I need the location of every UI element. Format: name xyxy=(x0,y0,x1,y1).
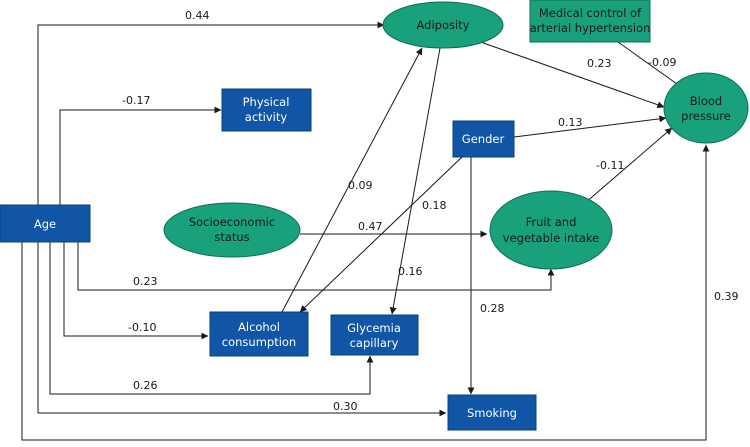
node-physical-activity: Physical activity xyxy=(221,88,312,132)
node-smoking: Smoking xyxy=(447,394,537,431)
edge-label: 0.47 xyxy=(358,220,383,233)
edge-age-smoking xyxy=(37,242,447,417)
edge-fruit-blood-pressure xyxy=(584,127,673,204)
node-physical-activity-label-line2: activity xyxy=(245,110,288,124)
node-glycemia: Glycemia capillary xyxy=(330,314,419,356)
edge-label: 0.13 xyxy=(558,116,583,129)
edge-label: 0.28 xyxy=(480,302,505,315)
edge-label: 0.23 xyxy=(587,57,612,70)
node-glycemia-label-line2: capillary xyxy=(350,336,399,350)
edge-age-glycemia xyxy=(49,242,374,395)
edge-gender-blood-pressure xyxy=(513,115,667,138)
node-alcohol: Alcohol consumption xyxy=(209,311,309,357)
edge-age-alcohol xyxy=(63,242,209,340)
node-alcohol-label-line1: Alcohol xyxy=(238,320,280,334)
edge-label: 0.16 xyxy=(398,265,423,278)
edge-label: -0.10 xyxy=(128,321,156,334)
edge-adiposity-glycemia xyxy=(389,47,441,315)
node-alcohol-box xyxy=(209,311,309,357)
node-adiposity-ellipse xyxy=(382,1,504,49)
edges xyxy=(21,21,710,441)
edge-labels: 0.44 -0.17 0.23 -0.09 0.13 -0.11 0.09 0.… xyxy=(122,9,739,413)
edge-label: 0.39 xyxy=(714,290,739,303)
edge-label: 0.30 xyxy=(333,400,358,413)
node-smoking-label: Smoking xyxy=(467,406,517,420)
edge-alcohol-adiposity xyxy=(281,47,423,313)
node-fruit-veg-ellipse xyxy=(489,190,613,270)
node-alcohol-label-line2: consumption xyxy=(222,335,296,349)
node-socioeconomic-label-line1: Socioeconomic xyxy=(189,215,275,229)
node-fruit-veg-label-line2: vegetable intake xyxy=(503,231,599,245)
edge-adiposity-blood-pressure xyxy=(474,39,665,109)
node-physical-activity-box xyxy=(221,88,312,132)
nodes: Age Adiposity Medical control of arteria… xyxy=(0,0,749,431)
node-blood-pressure-label-line2: pressure xyxy=(681,109,731,123)
edge-age-adiposity xyxy=(37,21,385,205)
edge-medical-control-blood-pressure xyxy=(617,41,685,90)
node-blood-pressure: Blood pressure xyxy=(663,72,749,144)
node-medical-control-label-line1: Medical control of xyxy=(539,6,642,20)
node-age-label: Age xyxy=(34,217,56,231)
edge-label: 0.44 xyxy=(185,9,210,22)
node-adiposity-label: Adiposity xyxy=(417,18,470,32)
node-socioeconomic-ellipse xyxy=(163,202,301,258)
node-fruit-veg: Fruit and vegetable intake xyxy=(489,190,613,270)
node-medical-control-box xyxy=(529,0,651,43)
edge-label: 0.09 xyxy=(348,179,373,192)
edge-label: -0.09 xyxy=(648,56,676,69)
edge-label: 0.18 xyxy=(422,199,447,212)
node-gender-label: Gender xyxy=(462,132,505,146)
node-medical-control-label-line2: arterial hypertension xyxy=(530,21,651,35)
node-smoking-box xyxy=(447,394,537,431)
node-socioeconomic-label-line2: status xyxy=(214,230,249,244)
node-adiposity: Adiposity xyxy=(382,1,504,49)
node-age-box xyxy=(0,204,91,243)
node-glycemia-label-line1: Glycemia xyxy=(347,321,401,335)
node-fruit-veg-label-line1: Fruit and xyxy=(526,215,577,229)
edge-age-physical-activity xyxy=(59,106,222,205)
edge-age-blood-pressure xyxy=(21,144,710,441)
edge-label: 0.23 xyxy=(133,275,158,288)
node-gender-box xyxy=(452,120,515,158)
node-glycemia-box xyxy=(330,314,419,356)
node-gender: Gender xyxy=(452,120,515,158)
node-blood-pressure-label-line1: Blood xyxy=(690,94,722,108)
edge-label: 0.26 xyxy=(133,379,158,392)
node-physical-activity-label-line1: Physical xyxy=(243,95,290,109)
edge-age-fruit xyxy=(77,242,555,291)
edge-label: -0.11 xyxy=(596,159,624,172)
node-socioeconomic: Socioeconomic status xyxy=(163,202,301,258)
edge-label: -0.17 xyxy=(122,94,150,107)
node-blood-pressure-ellipse xyxy=(663,72,749,144)
node-medical-control: Medical control of arterial hypertension xyxy=(529,0,651,43)
node-age: Age xyxy=(0,204,91,243)
